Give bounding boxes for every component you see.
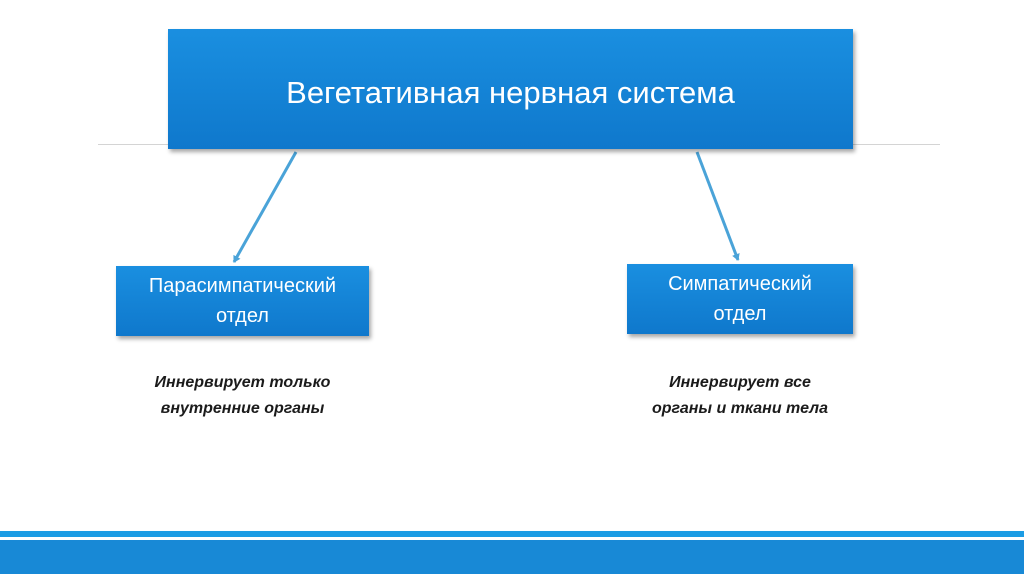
sympathetic-note: Иннервирует все органы и ткани тела — [615, 370, 865, 422]
root-title: Вегетативная нервная система — [286, 75, 735, 110]
root-node: Вегетативная нервная система — [168, 29, 853, 149]
parasympathetic-node: Парасимпатический отдел — [116, 266, 369, 336]
parasympathetic-label-line2: отдел — [216, 305, 269, 327]
footer-accent-stripe — [0, 531, 1024, 537]
sympathetic-note-line2: органы и ткани тела — [651, 400, 829, 417]
sympathetic-label-line1: Симпатический — [668, 273, 812, 295]
parasympathetic-note: Иннервирует только внутренние органы — [116, 370, 369, 422]
sympathetic-node: Симпатический отдел — [627, 264, 853, 334]
parasympathetic-note-line1: Иннервирует только — [154, 374, 331, 391]
footer-bar — [0, 540, 1024, 574]
connector-left — [232, 151, 298, 263]
parasympathetic-label-line1: Парасимпатический — [148, 275, 337, 297]
sympathetic-label-line2: отдел — [713, 303, 767, 325]
sympathetic-note-line1: Иннервирует все — [669, 374, 811, 391]
parasympathetic-note-line2: внутренние органы — [160, 400, 325, 417]
connector-right — [695, 151, 740, 261]
